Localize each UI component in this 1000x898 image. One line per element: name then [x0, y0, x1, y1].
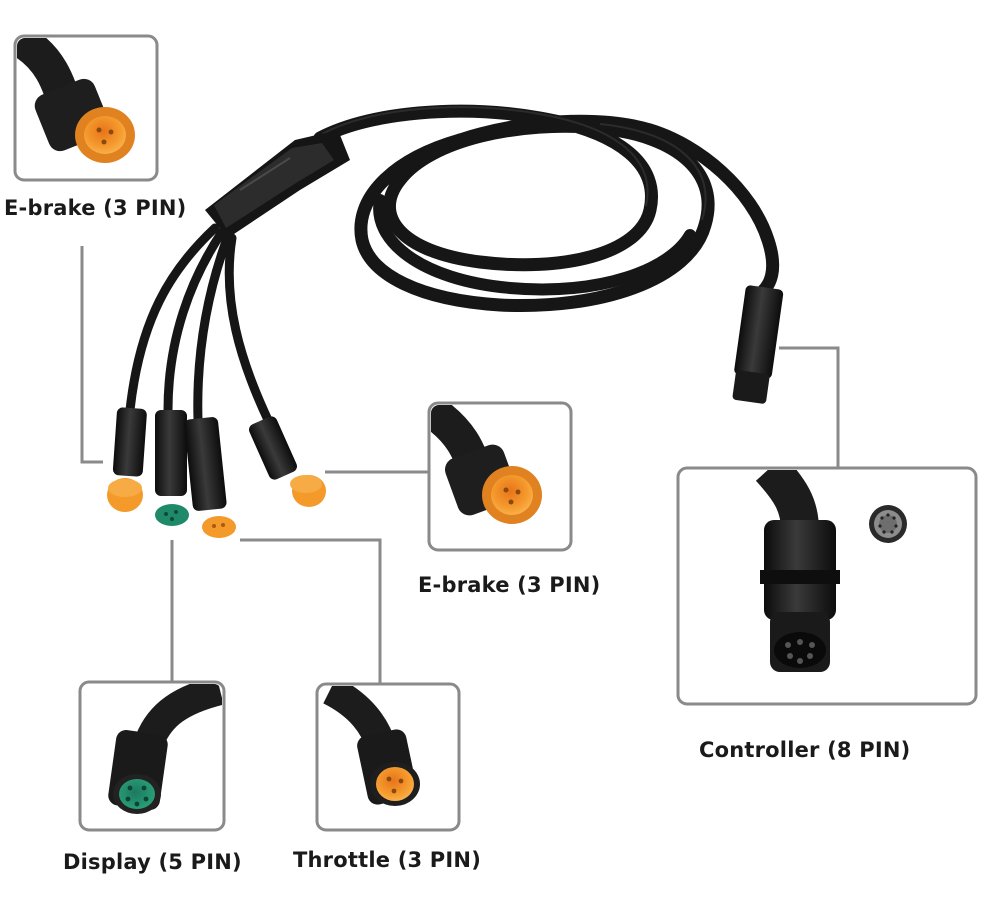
- ebrake-top-label: E-brake (3 PIN): [4, 196, 187, 220]
- throttle-connector-icon: [322, 686, 420, 806]
- ebrake-mid-label: E-brake (3 PIN): [418, 573, 601, 597]
- controller-pin-face-icon: [869, 505, 907, 543]
- controller-callout: [676, 466, 978, 706]
- coiled-cable: [313, 104, 780, 313]
- throttle-callout: [315, 682, 461, 832]
- branch-connectors: [107, 285, 784, 538]
- leader-lines: [80, 246, 840, 684]
- controller-connector-icon: [755, 470, 840, 672]
- branch-cables: [125, 223, 273, 425]
- ebrake-connector-icon: [431, 405, 542, 524]
- ebrake-connector-icon: [17, 38, 135, 163]
- splitter-body: [205, 130, 350, 238]
- display-callout: [78, 680, 226, 832]
- ebrake-top-callout: [13, 34, 159, 182]
- display-label: Display (5 PIN): [63, 850, 242, 874]
- ebrake-mid-callout: [427, 401, 573, 552]
- display-connector-icon: [108, 684, 222, 814]
- controller-label: Controller (8 PIN): [699, 738, 911, 762]
- throttle-label: Throttle (3 PIN): [293, 848, 481, 872]
